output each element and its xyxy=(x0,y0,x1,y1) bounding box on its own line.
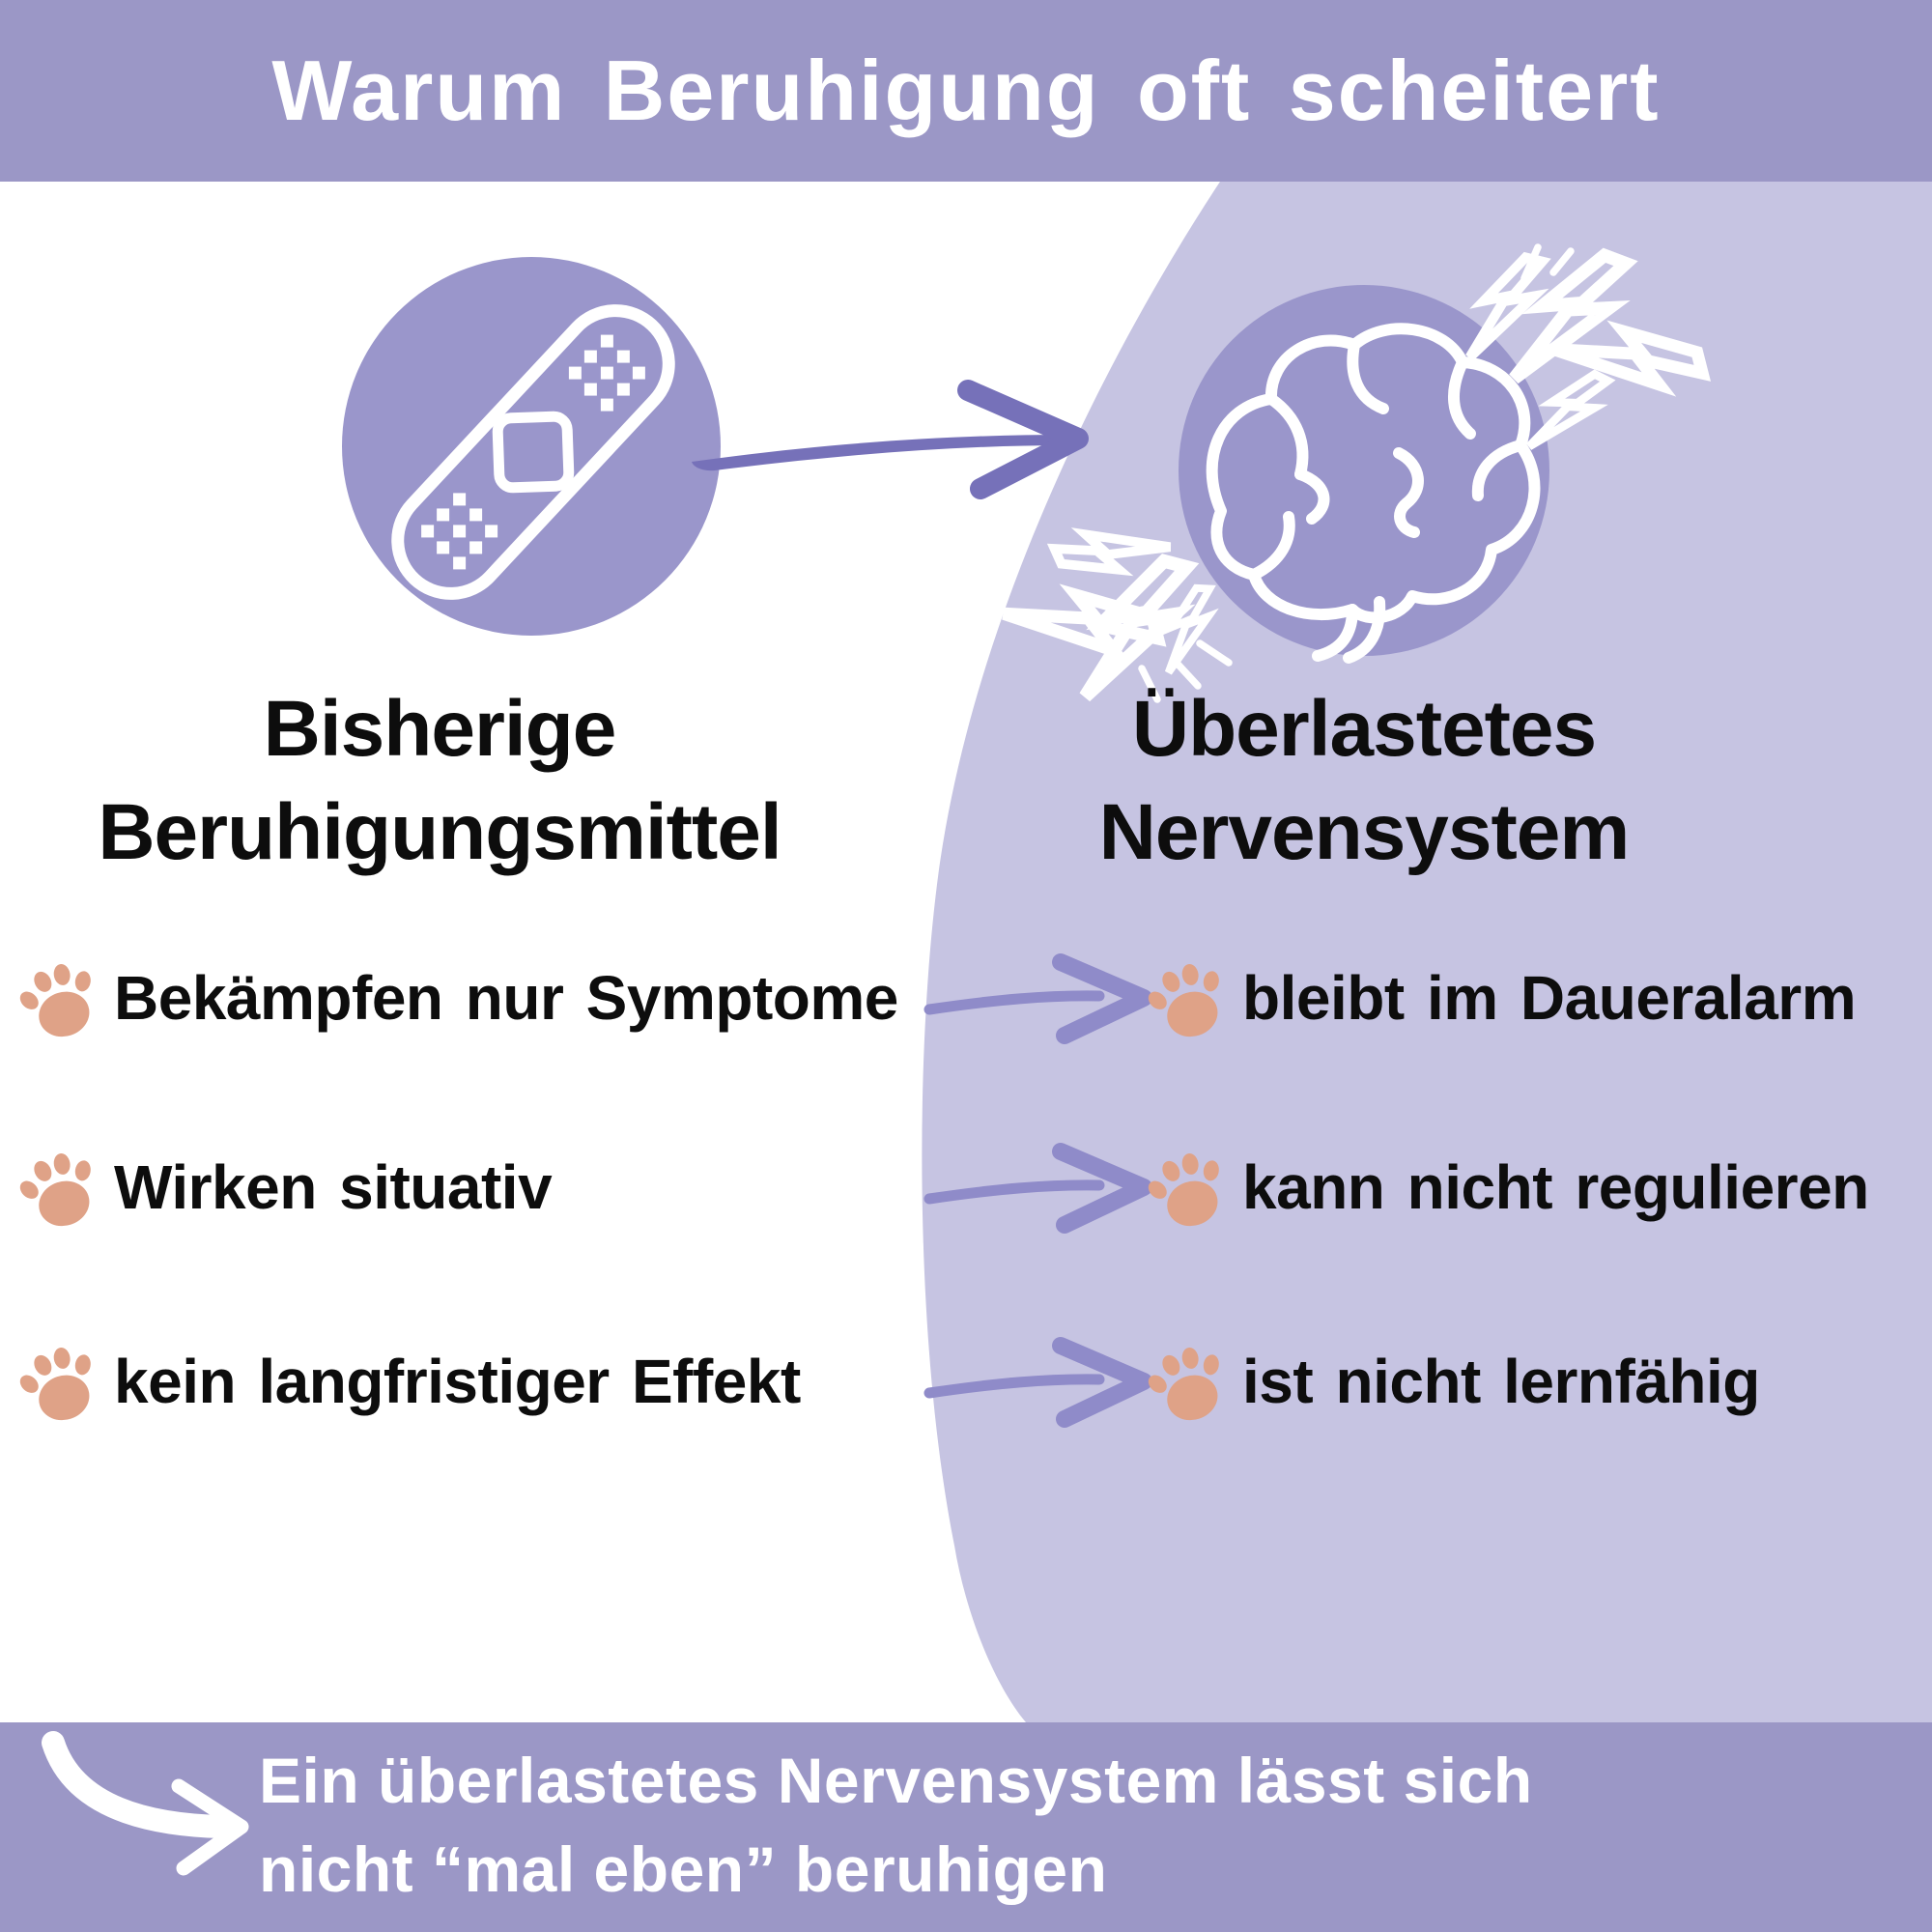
left-row-label: kein langfristiger Effekt xyxy=(114,1347,801,1416)
footer-banner: Ein überlastetes Nervensystem lässt sich… xyxy=(0,1722,1932,1932)
curved-arrow-icon xyxy=(42,1731,249,1876)
list-item: kein langfristiger Effekt xyxy=(17,1335,801,1428)
list-item: Wirken situativ xyxy=(17,1141,553,1234)
right-column-heading: Überlastetes Nervensystem xyxy=(997,678,1731,884)
bandage-circle xyxy=(342,257,721,636)
right-row-label: bleibt im Daueralarm xyxy=(1242,963,1857,1033)
brain-icon xyxy=(1206,323,1541,664)
row-arrow-icon xyxy=(923,1143,1152,1234)
lightning-icon xyxy=(1469,242,1705,464)
right-row-label: ist nicht lernfähig xyxy=(1242,1347,1760,1416)
footer-line1: Ein überlastetes Nervensystem lässt sich xyxy=(259,1745,1533,1816)
paw-icon xyxy=(17,1339,102,1424)
left-column-heading: Bisherige Beruhigungsmittel xyxy=(72,678,807,884)
left-row-label: Wirken situativ xyxy=(114,1152,553,1222)
page-title: Warum Beruhigung oft scheitert xyxy=(271,43,1661,138)
header-banner: Warum Beruhigung oft scheitert xyxy=(0,0,1932,182)
row-arrow-icon xyxy=(923,953,1152,1044)
paw-icon xyxy=(1146,1145,1231,1230)
left-heading-line2: Beruhigungsmittel xyxy=(98,787,781,876)
footer-line2: nicht “mal eben” beruhigen xyxy=(259,1833,1108,1906)
paw-icon xyxy=(1146,955,1231,1040)
main-arrow-icon xyxy=(692,380,1089,499)
paw-icon xyxy=(1146,1339,1231,1424)
paw-icon xyxy=(17,1145,102,1230)
paw-icon xyxy=(17,955,102,1040)
bandage-icon xyxy=(391,304,675,600)
right-heading-line1: Überlastetes xyxy=(1131,685,1597,773)
row-arrow-icon xyxy=(923,1337,1152,1428)
right-heading-line2: Nervensystem xyxy=(1098,787,1631,876)
footer-message: Ein überlastetes Nervensystem lässt sich… xyxy=(259,1736,1533,1915)
list-item: kann nicht regulieren xyxy=(1146,1141,1869,1234)
left-row-label: Bekämpfen nur Symptome xyxy=(114,963,898,1033)
list-item: bleibt im Daueralarm xyxy=(1146,952,1857,1044)
right-row-label: kann nicht regulieren xyxy=(1242,1152,1869,1222)
list-item: ist nicht lernfähig xyxy=(1146,1335,1760,1428)
lightning-icon xyxy=(1004,496,1233,706)
list-item: Bekämpfen nur Symptome xyxy=(17,952,898,1044)
left-heading-line1: Bisherige xyxy=(263,685,617,773)
